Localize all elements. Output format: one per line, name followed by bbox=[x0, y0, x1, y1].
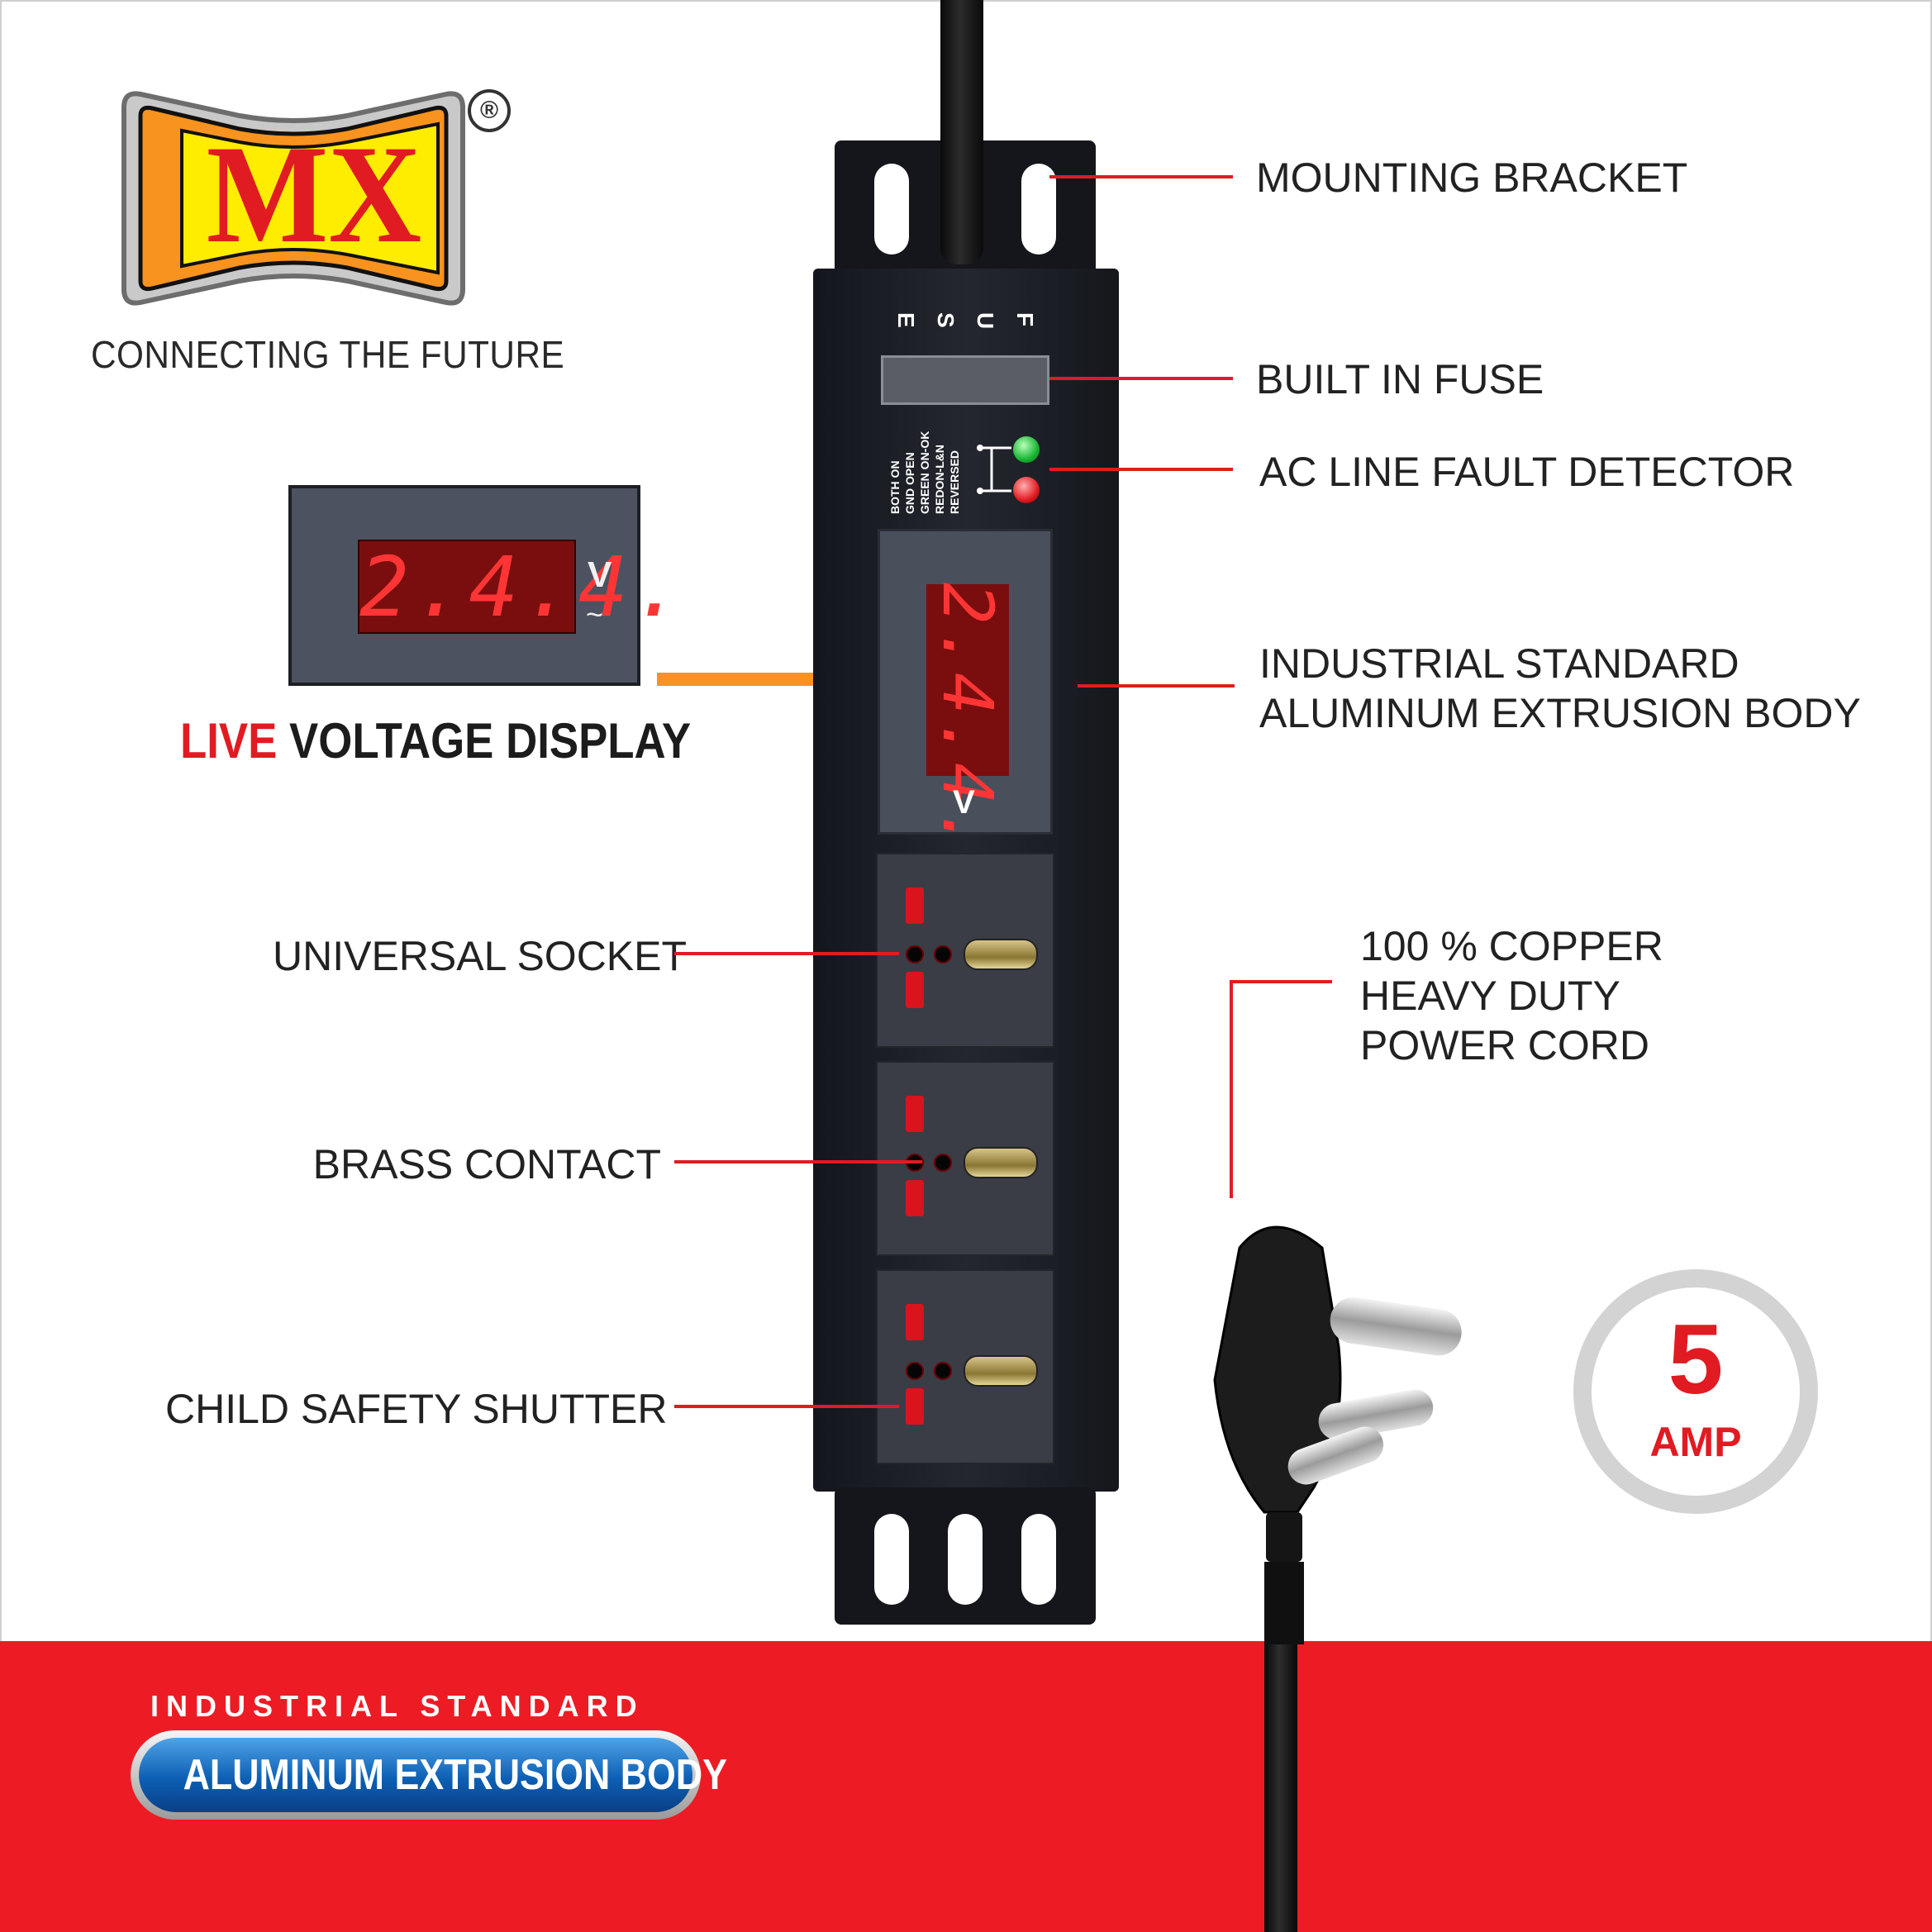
bracket-slot bbox=[1021, 1514, 1056, 1605]
socket-pin bbox=[906, 1180, 924, 1216]
green-led-indicator bbox=[1013, 436, 1040, 463]
amp-rating-unit: AMP bbox=[1649, 1419, 1742, 1465]
power-cord-bottom bbox=[1264, 1620, 1297, 1932]
callout-line bbox=[1049, 175, 1233, 178]
socket-hole bbox=[934, 1154, 952, 1172]
universal-socket[interactable] bbox=[876, 853, 1054, 1048]
callout-line bbox=[1230, 980, 1233, 1198]
universal-socket[interactable] bbox=[876, 1269, 1054, 1464]
strip-voltage-display: 2.4.4. V bbox=[878, 529, 1053, 854]
voltage-screen: 2.4.4. bbox=[358, 539, 688, 635]
brass-contact bbox=[964, 1147, 1038, 1178]
label-universal-socket: UNIVERSAL SOCKET bbox=[273, 933, 688, 979]
socket-pin bbox=[906, 1096, 924, 1132]
strip-voltage-reading: 2.4.4. bbox=[927, 583, 1008, 854]
label-cord-line1: 100 % COPPER bbox=[1360, 923, 1663, 969]
bracket-slot bbox=[1021, 164, 1056, 255]
fault-legend-line: GND OPEN bbox=[903, 452, 916, 514]
socket-pin bbox=[906, 1388, 924, 1425]
fuse-letter: S bbox=[933, 312, 959, 328]
socket-hole bbox=[934, 945, 952, 964]
pill-label: ALUMINUM EXTRUSION BODY bbox=[139, 1738, 727, 1812]
amp-rating-value: 5 bbox=[1668, 1304, 1724, 1415]
live-highlight: LIVE bbox=[180, 713, 278, 769]
registered-mark: ® bbox=[468, 89, 511, 132]
fault-legend-line: GREEN ON-OK bbox=[918, 431, 931, 514]
ac-wave-icon: ~ bbox=[586, 597, 604, 631]
callout-line bbox=[674, 952, 899, 955]
label-body-line2: ALUMINUM EXTRUSION BODY bbox=[1259, 690, 1861, 736]
brand-tagline: CONNECTING THE FUTURE bbox=[91, 333, 565, 376]
fault-legend-line: BOTH ON bbox=[888, 460, 902, 514]
live-voltage-title: LIVE VOLTAGE DISPLAY bbox=[180, 712, 691, 769]
label-child-safety: CHILD SAFETY SHUTTER bbox=[165, 1386, 668, 1432]
callout-line bbox=[1049, 468, 1233, 471]
plug-icon bbox=[1213, 1225, 1462, 1644]
socket-pin bbox=[906, 887, 924, 924]
callout-line bbox=[1230, 980, 1332, 983]
socket-pin bbox=[906, 1304, 924, 1340]
callout-line bbox=[674, 1405, 899, 1408]
voltage-unit: V bbox=[588, 554, 612, 595]
label-body-line1: INDUSTRIAL STANDARD bbox=[1259, 640, 1739, 687]
label-cord-line2: HEAVY DUTY bbox=[1360, 973, 1620, 1019]
universal-socket[interactable] bbox=[876, 1061, 1054, 1256]
bottom-badge-title: INDUSTRIAL STANDARD bbox=[150, 1689, 645, 1723]
label-built-in-fuse: BUILT IN FUSE bbox=[1256, 356, 1544, 402]
fuse-letter: F bbox=[1012, 312, 1038, 327]
label-ac-line-fault: AC LINE FAULT DETECTOR bbox=[1259, 449, 1795, 495]
callout-line bbox=[1049, 377, 1233, 380]
brand-logo bbox=[116, 83, 471, 314]
mounting-bracket-bottom bbox=[835, 1487, 1096, 1625]
socket-hole bbox=[934, 1362, 952, 1380]
red-led-indicator bbox=[1013, 477, 1040, 503]
fuse-lettering: F U S E bbox=[892, 312, 1038, 329]
aluminum-body-pill: ALUMINUM EXTRUSION BODY bbox=[131, 1730, 727, 1820]
led-bracket-icon bbox=[977, 445, 1011, 494]
voltage-reading: 2.4.4. bbox=[359, 539, 688, 635]
voltage-display-closeup: 2.4.4. V ~ bbox=[288, 485, 688, 686]
strip-screen: 2.4.4. bbox=[926, 583, 1009, 854]
fuse-letter: U bbox=[973, 312, 998, 330]
fuse-holder[interactable] bbox=[881, 355, 1049, 405]
label-mounting-bracket: MOUNTING BRACKET bbox=[1256, 155, 1688, 201]
logo-text: MX bbox=[206, 117, 422, 272]
socket-pin bbox=[906, 972, 924, 1008]
label-cord-line3: POWER CORD bbox=[1360, 1022, 1649, 1068]
brass-contact bbox=[964, 939, 1038, 970]
bracket-slot bbox=[874, 1514, 909, 1605]
brass-contact bbox=[964, 1355, 1038, 1387]
callout-line bbox=[1078, 684, 1235, 688]
socket-hole bbox=[906, 945, 924, 964]
fault-legend-line: REDON-L&N REVERSED bbox=[933, 445, 961, 514]
pill-text: ALUMINUM EXTRUSION BODY bbox=[183, 1751, 727, 1799]
fault-legend: BOTH ON GND OPEN GREEN ON-OK REDON-L&N R… bbox=[887, 423, 965, 514]
bracket-slot bbox=[948, 1514, 983, 1605]
fuse-letter: E bbox=[893, 312, 919, 328]
label-brass-contact: BRASS CONTACT bbox=[312, 1141, 661, 1187]
callout-line bbox=[674, 1160, 922, 1163]
bracket-slot bbox=[874, 164, 909, 255]
power-cord-entry bbox=[940, 140, 983, 264]
strip-voltage-unit: V bbox=[953, 784, 975, 821]
socket-hole bbox=[906, 1362, 924, 1380]
voltage-display-text: VOLTAGE DISPLAY bbox=[277, 713, 692, 769]
